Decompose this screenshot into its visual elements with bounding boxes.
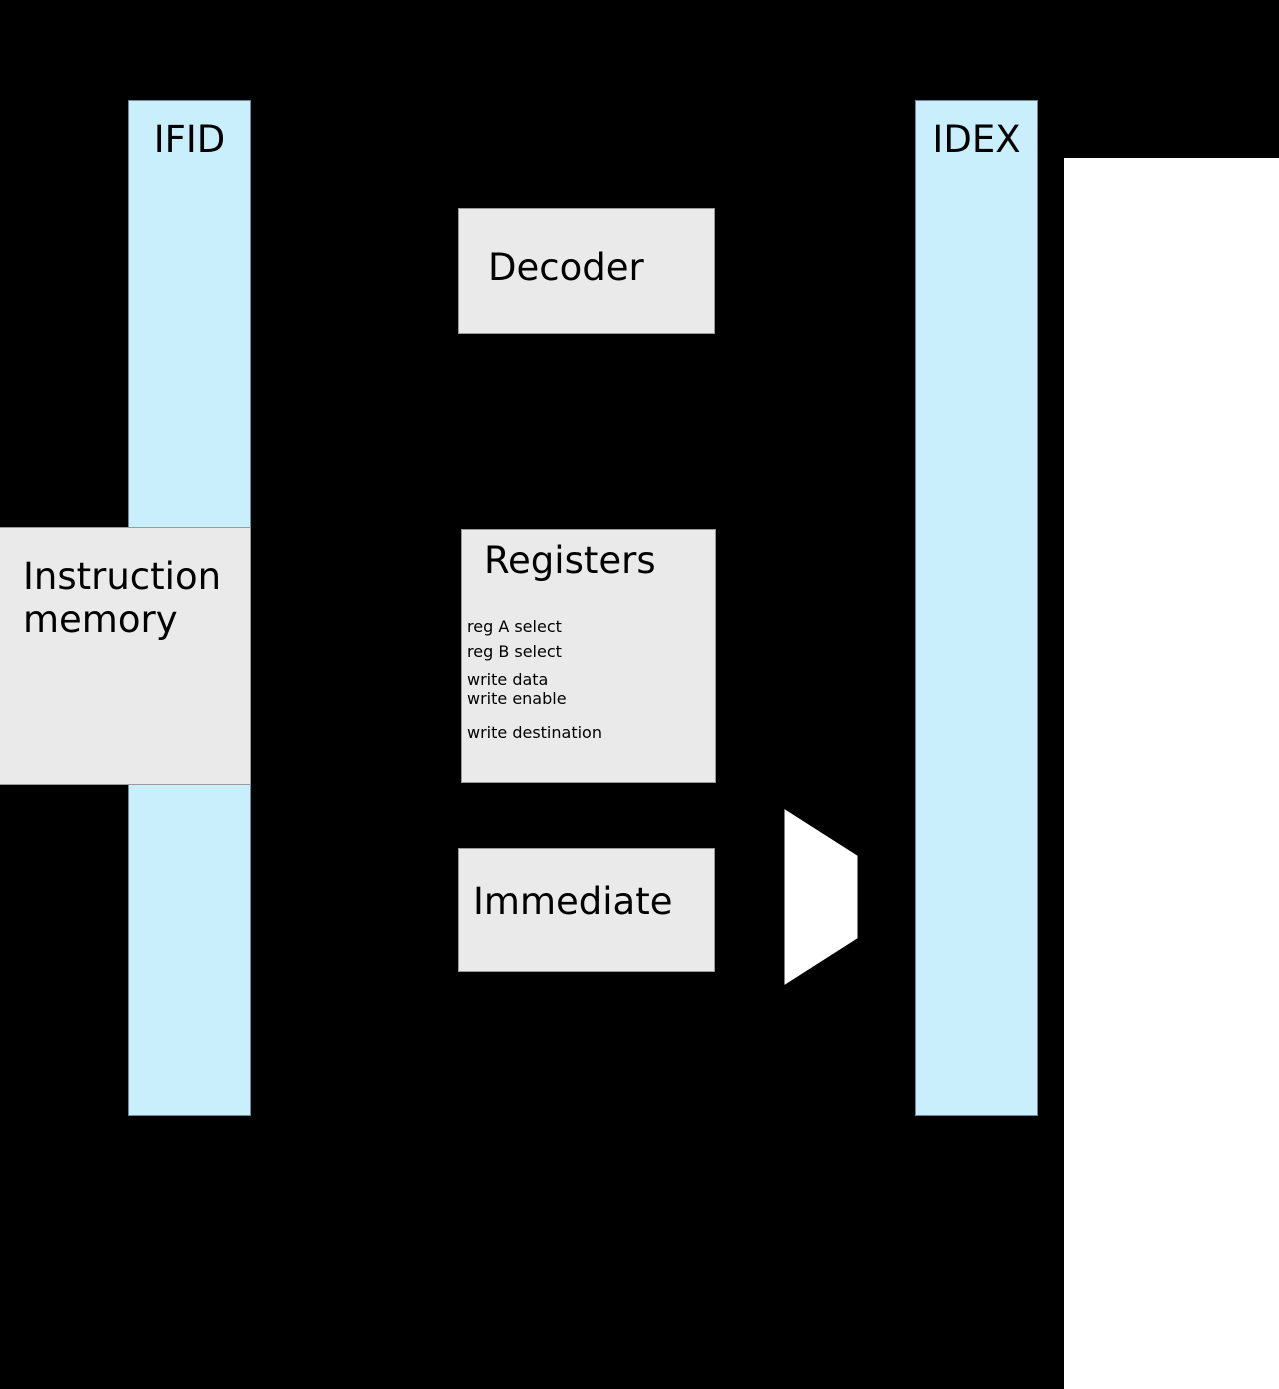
- port-write-destination: write destination: [467, 723, 602, 742]
- unit-registers-label: Registers: [484, 539, 656, 582]
- unit-decoder-label: Decoder: [488, 246, 644, 289]
- port-write-enable: write enable: [467, 689, 567, 708]
- unit-registers[interactable]: Registers reg A select reg B select writ…: [461, 529, 716, 783]
- unit-decoder[interactable]: Decoder: [458, 208, 715, 334]
- unit-instruction-memory-label: Instruction memory: [23, 555, 222, 641]
- unit-immediate-label: Immediate: [473, 880, 673, 923]
- unit-instruction-memory[interactable]: Instruction memory: [0, 527, 251, 785]
- operand-mux-shape: [784, 809, 858, 985]
- unit-immediate[interactable]: Immediate: [458, 848, 715, 972]
- pipeline-register-ifid-label: IFID: [153, 118, 226, 161]
- port-reg-a-select: reg A select: [467, 617, 562, 636]
- port-write-data: write data: [467, 670, 549, 689]
- pipeline-register-idex-label: IDEX: [932, 118, 1021, 161]
- pipeline-register-idex[interactable]: IDEX: [915, 100, 1038, 1116]
- operand-mux[interactable]: [783, 806, 861, 988]
- port-reg-b-select: reg B select: [467, 642, 562, 661]
